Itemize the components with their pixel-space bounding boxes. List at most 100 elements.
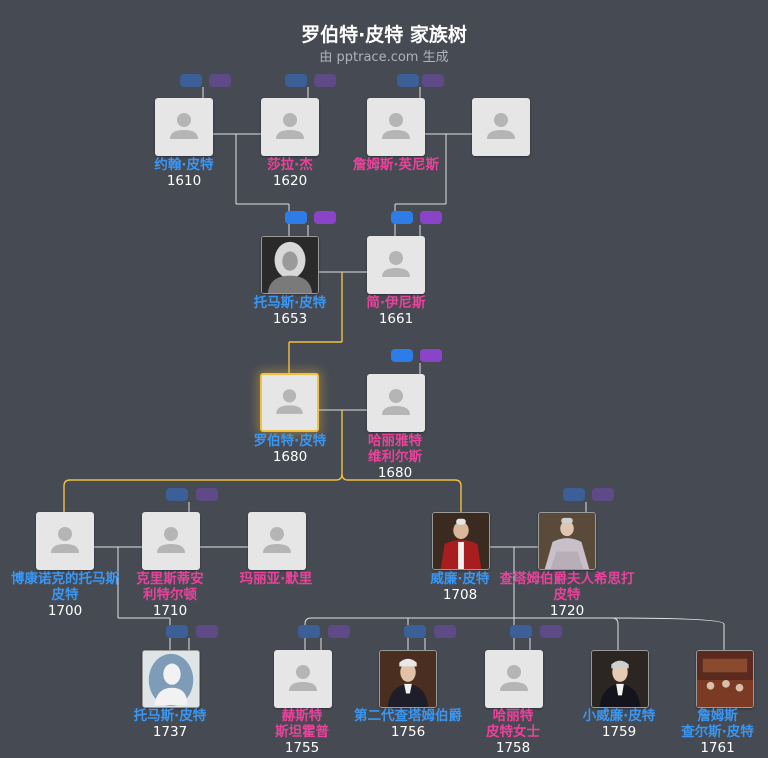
person-label-p12: 威廉·皮特 1708 xyxy=(400,571,520,603)
person-node-p5[interactable] xyxy=(261,236,319,294)
person-name: 托马斯·皮特 xyxy=(133,708,207,724)
person-name: 皮特 xyxy=(553,587,581,603)
person-name: 托马斯·皮特 xyxy=(253,295,327,311)
person-year: 1755 xyxy=(284,740,320,756)
person-node-p10[interactable] xyxy=(142,512,200,570)
person-year: 1620 xyxy=(272,173,308,189)
person-name: 詹姆斯 xyxy=(697,708,738,724)
person-year: 1680 xyxy=(377,465,413,481)
person-node-p19[interactable] xyxy=(696,650,754,708)
person-label-p17: 哈丽特 皮特女士 1758 xyxy=(463,708,563,756)
portrait-photo-icon xyxy=(143,651,199,707)
avatar-placeholder-icon xyxy=(51,527,79,553)
person-name: 查尔斯·皮特 xyxy=(681,724,754,740)
person-label-p3: 詹姆斯·英尼斯 xyxy=(336,157,456,173)
person-year: 1661 xyxy=(378,311,414,327)
pill-button-purple[interactable] xyxy=(420,349,442,362)
avatar-placeholder-icon xyxy=(500,665,528,691)
person-name: 简·伊尼斯 xyxy=(366,295,426,311)
pill-button-purple[interactable] xyxy=(209,74,231,87)
pill-button-blue[interactable] xyxy=(166,488,188,501)
person-node-p4[interactable] xyxy=(472,98,530,156)
person-node-p17[interactable] xyxy=(485,650,543,708)
avatar-placeholder-icon xyxy=(276,389,303,414)
pill-button-blue[interactable] xyxy=(563,488,585,501)
pill-button-blue[interactable] xyxy=(285,211,307,224)
pill-button-purple[interactable] xyxy=(422,74,444,87)
portrait-photo-icon xyxy=(380,651,436,707)
pill-button-blue[interactable] xyxy=(391,211,413,224)
pill-button-blue[interactable] xyxy=(510,625,532,638)
person-year: 1720 xyxy=(549,603,585,619)
person-node-p2[interactable] xyxy=(261,98,319,156)
person-label-p14: 托马斯·皮特 1737 xyxy=(120,708,220,740)
person-node-p14[interactable] xyxy=(142,650,200,708)
person-label-p7: 罗伯特·皮特 1680 xyxy=(230,433,350,465)
person-year: 1653 xyxy=(272,311,308,327)
person-name: 利特尔顿 xyxy=(143,587,197,603)
person-name: 小威廉·皮特 xyxy=(582,708,656,724)
pill-button-blue[interactable] xyxy=(180,74,202,87)
person-node-p15[interactable] xyxy=(274,650,332,708)
person-year: 1758 xyxy=(495,740,531,756)
person-node-p11[interactable] xyxy=(248,512,306,570)
person-node-p6[interactable] xyxy=(367,236,425,294)
person-name: 斯坦霍普 xyxy=(275,724,329,740)
pill-button-purple[interactable] xyxy=(540,625,562,638)
pill-button-purple[interactable] xyxy=(314,211,336,224)
person-name: 维利尔斯 xyxy=(368,449,422,465)
person-node-p7-selected[interactable] xyxy=(260,373,319,432)
person-label-p9: 博康诺克的托马斯 皮特 1700 xyxy=(0,571,130,619)
person-label-p18: 小威廉·皮特 1759 xyxy=(569,708,669,740)
person-label-p2: 莎拉·杰 1620 xyxy=(240,157,340,189)
portrait-photo-icon xyxy=(433,513,489,569)
pill-button-blue[interactable] xyxy=(397,74,419,87)
pill-button-blue[interactable] xyxy=(166,625,188,638)
pill-button-purple[interactable] xyxy=(420,211,442,224)
person-node-p3[interactable] xyxy=(367,98,425,156)
person-label-p16: 第二代查塔姆伯爵 1756 xyxy=(338,708,478,740)
person-label-p1: 约翰·皮特 1610 xyxy=(134,157,234,189)
pill-button-blue[interactable] xyxy=(298,625,320,638)
pill-button-purple[interactable] xyxy=(196,488,218,501)
person-node-p8[interactable] xyxy=(367,374,425,432)
page-subtitle: 由 pptrace.com 生成 xyxy=(319,50,449,65)
portrait-photo-icon xyxy=(262,237,318,293)
person-label-p5: 托马斯·皮特 1653 xyxy=(230,295,350,327)
pill-button-blue[interactable] xyxy=(404,625,426,638)
person-label-p15: 赫斯特 斯坦霍普 1755 xyxy=(252,708,352,756)
person-year: 1761 xyxy=(700,740,735,756)
pill-button-purple[interactable] xyxy=(196,625,218,638)
person-node-p16[interactable] xyxy=(379,650,437,708)
person-name: 威廉·皮特 xyxy=(430,571,490,587)
person-node-p18[interactable] xyxy=(591,650,649,708)
person-name: 第二代查塔姆伯爵 xyxy=(354,708,462,724)
avatar-placeholder-icon xyxy=(487,113,515,139)
pill-button-purple[interactable] xyxy=(328,625,350,638)
person-year: 1737 xyxy=(152,724,188,740)
avatar-placeholder-icon xyxy=(276,113,304,139)
avatar-placeholder-icon xyxy=(382,251,410,277)
portrait-photo-icon xyxy=(592,651,648,707)
person-name: 哈丽雅特 xyxy=(368,433,422,449)
person-node-p1[interactable] xyxy=(155,98,213,156)
person-year: 1710 xyxy=(152,603,188,619)
pill-button-blue[interactable] xyxy=(285,74,307,87)
avatar-placeholder-icon xyxy=(170,113,198,139)
pill-button-purple[interactable] xyxy=(592,488,614,501)
person-node-p13[interactable] xyxy=(538,512,596,570)
person-label-p11: 玛丽亚·默里 xyxy=(226,571,326,587)
person-year: 1756 xyxy=(390,724,426,740)
pill-button-purple[interactable] xyxy=(314,74,336,87)
person-year: 1610 xyxy=(166,173,202,189)
page-title: 罗伯特·皮特 家族树 xyxy=(301,24,467,46)
pill-button-purple[interactable] xyxy=(434,625,456,638)
person-node-p12[interactable] xyxy=(432,512,490,570)
person-name: 罗伯特·皮特 xyxy=(253,433,327,449)
person-year: 1708 xyxy=(442,587,478,603)
person-node-p9[interactable] xyxy=(36,512,94,570)
avatar-placeholder-icon xyxy=(263,527,291,553)
pill-button-blue[interactable] xyxy=(391,349,413,362)
person-name: 玛丽亚·默里 xyxy=(239,571,313,587)
